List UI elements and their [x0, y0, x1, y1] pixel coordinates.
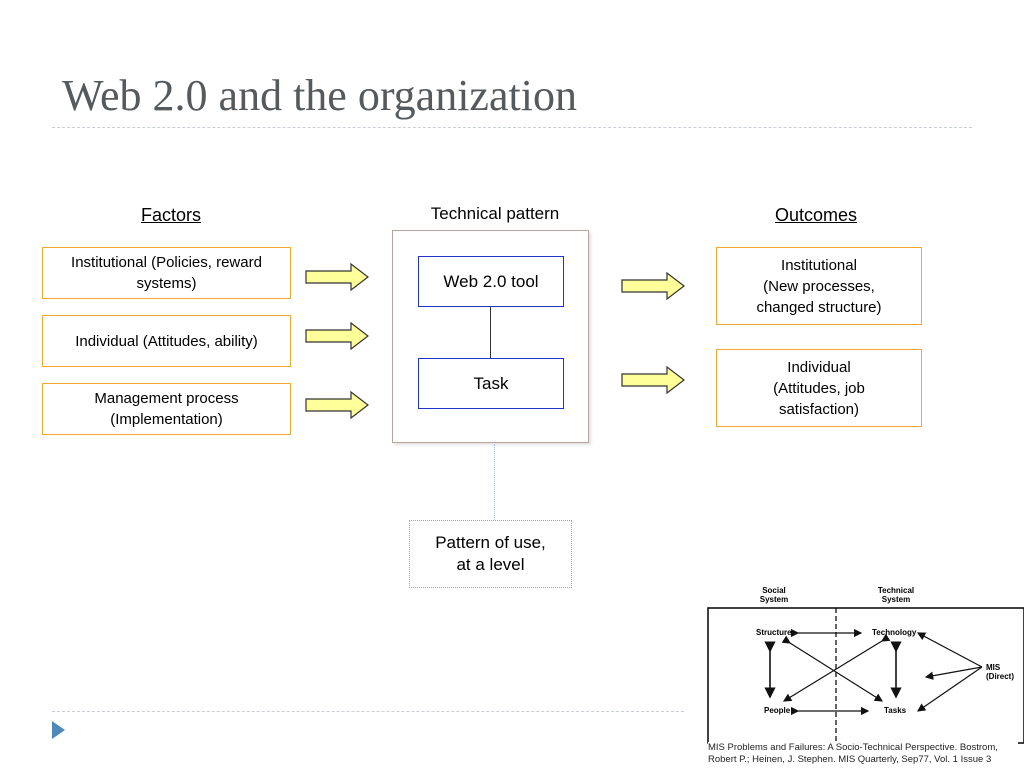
outcome-institutional-line1: Institutional	[781, 256, 857, 274]
factor-arrow-2	[305, 322, 369, 350]
outcome-arrow-2	[621, 366, 685, 394]
factor-management-line2: (Implementation)	[110, 411, 223, 428]
factor-management-box: Management process (Implementation)	[42, 383, 291, 435]
outcome-individual-line3: satisfaction)	[778, 400, 860, 418]
outcome-institutional-line2: (New processes,	[763, 277, 875, 295]
social-label-line1: Social	[762, 586, 786, 595]
tasks-node: Tasks	[884, 706, 907, 715]
factor-management-line1: Management process	[94, 390, 239, 407]
factor-arrow-3	[305, 391, 369, 419]
social-label-line2: System	[759, 595, 789, 604]
factor-institutional-box: Institutional (Policies, reward systems)	[42, 247, 291, 299]
factors-heading: Factors	[140, 205, 201, 225]
outcome-individual-line2: (Attitudes, job	[773, 379, 865, 397]
outcome-institutional-line3: changed structure)	[756, 298, 882, 316]
bottom-divider	[52, 711, 684, 712]
structure-node: Structure	[756, 628, 792, 637]
pattern-of-use-line2: at a level	[456, 555, 525, 574]
factor-arrow-1	[305, 263, 369, 291]
people-node: People	[764, 706, 791, 715]
mis-label-line2: (Direct)	[986, 672, 1015, 681]
socio-technical-diagram	[707, 607, 1024, 744]
slide-title: Web 2.0 and the organization	[62, 71, 577, 120]
slide-bullet-icon	[52, 721, 65, 739]
mis-label-line1: MIS	[986, 663, 1001, 672]
outcomes-heading: Outcomes	[774, 205, 858, 225]
factor-individual-line1: Individual (Attitudes, ability)	[75, 332, 258, 350]
technical-pattern-heading: Technical pattern	[430, 204, 560, 223]
outcome-arrow-1	[621, 272, 685, 300]
figure-citation: MIS Problems and Failures: A Socio-Techn…	[708, 742, 1018, 766]
mis-label: MIS (Direct)	[986, 663, 1014, 681]
title-divider	[52, 127, 972, 128]
tool-task-connector	[490, 307, 491, 358]
factor-institutional-line2: systems)	[136, 275, 197, 292]
web-tool-box: Web 2.0 tool	[418, 256, 564, 307]
outcome-institutional-box: Institutional (New processes, changed st…	[716, 247, 922, 325]
factor-institutional-line1: Institutional (Policies, reward	[71, 254, 262, 271]
technical-label-line2: System	[881, 595, 911, 604]
socio-technical-figure: Social System Technical System Structure…	[686, 575, 1024, 768]
pattern-connector	[494, 444, 495, 520]
social-system-label: Social System	[754, 586, 794, 604]
technical-label-line1: Technical	[877, 586, 915, 595]
technology-node: Technology	[872, 628, 917, 637]
pattern-of-use-box: Pattern of use, at a level	[409, 520, 572, 588]
task-box: Task	[418, 358, 564, 409]
factor-individual-box: Individual (Attitudes, ability)	[42, 315, 291, 367]
technical-system-label: Technical System	[871, 586, 921, 604]
outcome-individual-box: Individual (Attitudes, job satisfaction)	[716, 349, 922, 427]
outcome-individual-line1: Individual	[787, 358, 851, 376]
pattern-of-use-line1: Pattern of use,	[435, 533, 546, 552]
